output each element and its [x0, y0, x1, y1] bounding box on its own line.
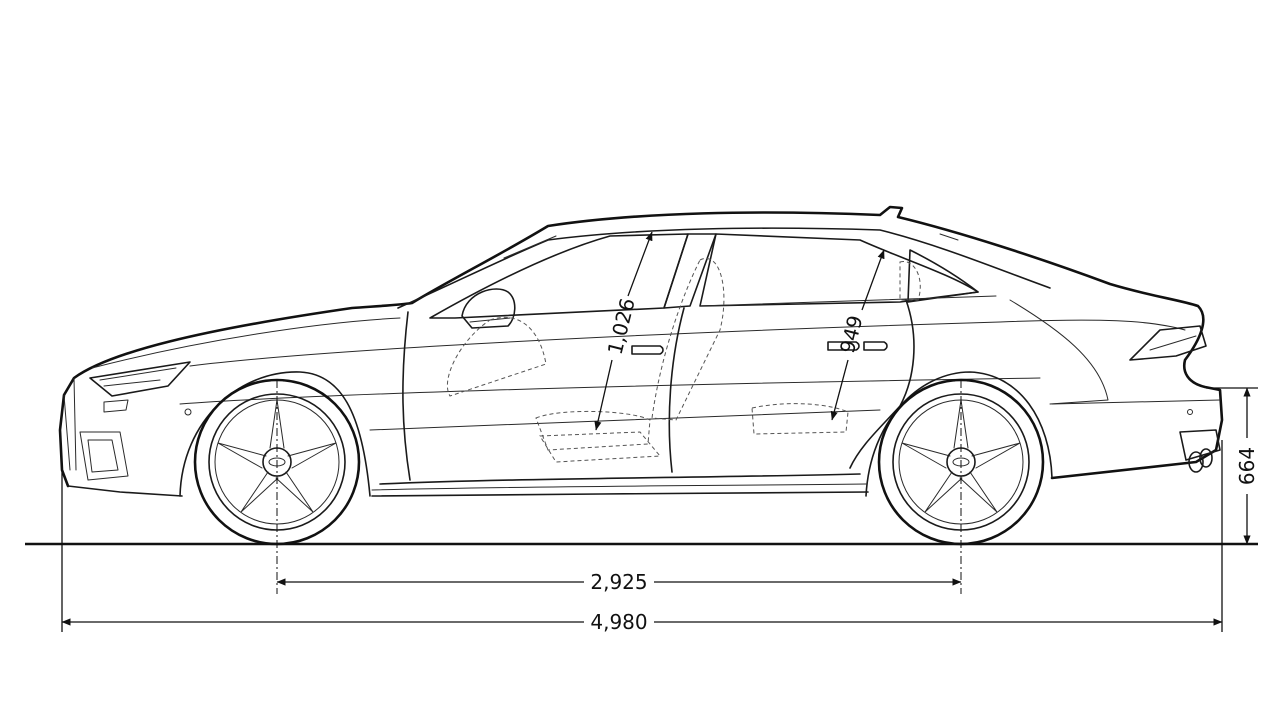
overall-length-label: 4,980: [590, 610, 647, 634]
rear-height-dimension: 664: [1235, 387, 1259, 545]
rear-wheel: [865, 371, 1053, 546]
rear-height-label: 664: [1235, 447, 1259, 485]
front-headroom-label: 1,026: [603, 296, 640, 357]
rear-headroom-label: 949: [835, 313, 868, 356]
front-wheel: [179, 371, 371, 546]
seat-outlines: [446, 257, 921, 463]
rear-headroom-dimension: 949: [830, 249, 885, 421]
wheelbase-label: 2,925: [590, 570, 647, 594]
overall-length-dimension: 4,980: [61, 610, 1223, 634]
front-headroom-dimension: 1,026: [594, 231, 653, 431]
car-body: [58, 205, 1224, 497]
extension-lines: [61, 380, 1258, 632]
wheelbase-dimension: 2,925: [276, 570, 962, 594]
